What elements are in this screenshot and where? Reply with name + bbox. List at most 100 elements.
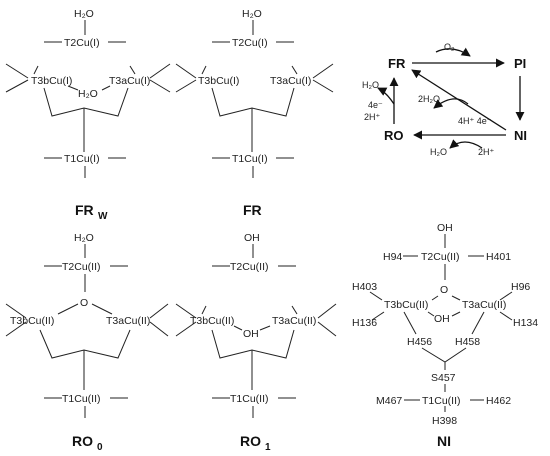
- ro0-bond: [149, 321, 169, 337]
- ro0-water-top: H₂O: [74, 232, 94, 244]
- ro0-title-sub: 0: [97, 442, 103, 453]
- ni-m467: M467: [376, 395, 402, 407]
- frw-bond: [149, 63, 171, 79]
- ni-bond: [427, 311, 435, 317]
- cycle-ro: RO: [384, 128, 404, 143]
- ro1-t2: T2Cu(II): [230, 261, 269, 273]
- frw-bond: [101, 85, 111, 91]
- structure-frw: H₂O T2Cu(I) T3bCu(I) H₂O T3aCu(I) T1Cu(I…: [5, 8, 171, 222]
- ni-t2: T2Cu(II): [421, 251, 460, 263]
- frw-t3b: T3bCu(I): [31, 75, 72, 87]
- ro0-bond: [5, 321, 27, 337]
- ni-h458: H458: [455, 336, 480, 348]
- ro1-top: OH: [244, 232, 260, 244]
- ro1-bridge-oh: OH: [243, 328, 259, 340]
- frw-bond: [5, 63, 29, 79]
- frw-bond: [129, 65, 136, 75]
- ni-top-oh: OH: [437, 222, 453, 234]
- ro1-title: RO: [240, 433, 261, 449]
- fr-bond: [312, 79, 334, 93]
- ni-bond: [499, 291, 513, 301]
- ro1-bond: [317, 303, 337, 319]
- cycle-h2o-left: H₂O: [362, 80, 379, 90]
- frw-title-sub: W: [98, 211, 108, 222]
- ni-s457: S457: [431, 372, 456, 384]
- ni-bridge-o: O: [440, 284, 448, 296]
- frw-t3a: T3aCu(I): [109, 75, 150, 87]
- ni-bond: [451, 295, 461, 301]
- ro1-title-sub: 1: [265, 442, 271, 453]
- fr-bond: [312, 63, 334, 79]
- cycle-2h-bottom: 2H⁺: [478, 147, 495, 157]
- cycle-fr: FR: [388, 56, 406, 71]
- ni-h462: H462: [486, 395, 511, 407]
- ni-bond: [431, 295, 439, 301]
- frw-bond: [67, 85, 79, 91]
- frw-bond: [5, 79, 29, 93]
- ni-h456: H456: [407, 336, 432, 348]
- fr-t2: T2Cu(I): [232, 37, 268, 49]
- structure-ni: OH H94 T2Cu(II) H401 O H403 T3bCu(II) T3…: [352, 222, 538, 449]
- ro1-t3a: T3aCu(II): [272, 315, 316, 327]
- ni-bond: [371, 311, 385, 321]
- arrow-water-out-bottom: [449, 139, 483, 149]
- ro1-bond: [291, 305, 298, 315]
- fr-backbone: [211, 87, 295, 117]
- ro0-t3a: T3aCu(II): [106, 315, 150, 327]
- ro0-t1: T1Cu(II): [62, 393, 101, 405]
- ni-bond: [369, 291, 383, 301]
- fr-bond: [291, 65, 298, 75]
- ni-t1: T1Cu(II): [422, 395, 461, 407]
- arrow-ni-to-fr: [411, 69, 507, 131]
- ni-bond: [499, 311, 513, 321]
- cycle-2h2o: 2H₂O: [418, 94, 440, 104]
- ni-bond: [451, 311, 461, 317]
- ni-bridge-oh: OH: [434, 313, 450, 325]
- ni-backbone: [421, 347, 467, 363]
- fr-bond: [175, 63, 197, 79]
- ni-h136: H136: [352, 317, 377, 329]
- frw-title: FR: [75, 202, 94, 218]
- ro1-bond: [175, 321, 197, 337]
- arrow-o2-in: [435, 47, 471, 57]
- fr-t3a: T3aCu(I): [270, 75, 311, 87]
- frw-bridge-water: H₂O: [78, 88, 98, 100]
- ni-bond: [403, 311, 417, 335]
- arrow-water-out-mid: [433, 98, 469, 109]
- frw-bond: [149, 79, 171, 93]
- ro1-bond: [259, 325, 271, 331]
- frw-bond: [33, 65, 39, 75]
- fr-t3b: T3bCu(I): [198, 75, 239, 87]
- ro0-title: RO: [72, 433, 93, 449]
- ro0-bridge-o: O: [80, 297, 88, 309]
- ro1-t1: T1Cu(II): [230, 393, 269, 405]
- frw-t1: T1Cu(I): [64, 153, 100, 165]
- ro0-bond: [57, 303, 79, 315]
- arrow-water-out-left: [377, 87, 395, 105]
- ni-h94: H94: [383, 251, 402, 263]
- ro0-t3b: T3bCu(II): [10, 315, 54, 327]
- ni-t3b: T3bCu(II): [384, 299, 428, 311]
- ni-title: NI: [437, 433, 451, 449]
- cycle-pi: PI: [514, 56, 526, 71]
- cycle-h2o-bottom: H₂O: [430, 147, 447, 157]
- ro1-bond: [317, 321, 337, 337]
- cycle-4h-4e: 4H⁺ 4e⁻: [458, 116, 492, 126]
- fr-t1: T1Cu(I): [232, 153, 268, 165]
- structure-ro1: OH T2Cu(II) T3bCu(II) OH T3aCu(II) T1Cu(…: [175, 232, 337, 453]
- cycle-2h-left: 2H⁺: [364, 112, 381, 122]
- catalytic-cycle: FR PI NI RO O₂ 2H₂O 4H⁺ 4e⁻ H₂O 2H⁺ H₂O …: [362, 42, 527, 157]
- ro0-bond: [5, 303, 27, 319]
- ni-h134: H134: [513, 317, 538, 329]
- ro1-bond: [201, 305, 207, 315]
- structure-ro0: H₂O T2Cu(II) O T3bCu(II) T3aCu(II) T1Cu(…: [5, 232, 169, 453]
- cycle-o2: O₂: [444, 42, 455, 52]
- fr-title: FR: [243, 202, 262, 218]
- ro1-bond: [233, 325, 243, 331]
- ni-h398: H398: [432, 415, 457, 427]
- frw-water-top: H₂O: [74, 8, 94, 20]
- fr-water-top: H₂O: [242, 8, 262, 20]
- ro1-t3b: T3bCu(II): [190, 315, 234, 327]
- ro0-bond: [149, 303, 169, 319]
